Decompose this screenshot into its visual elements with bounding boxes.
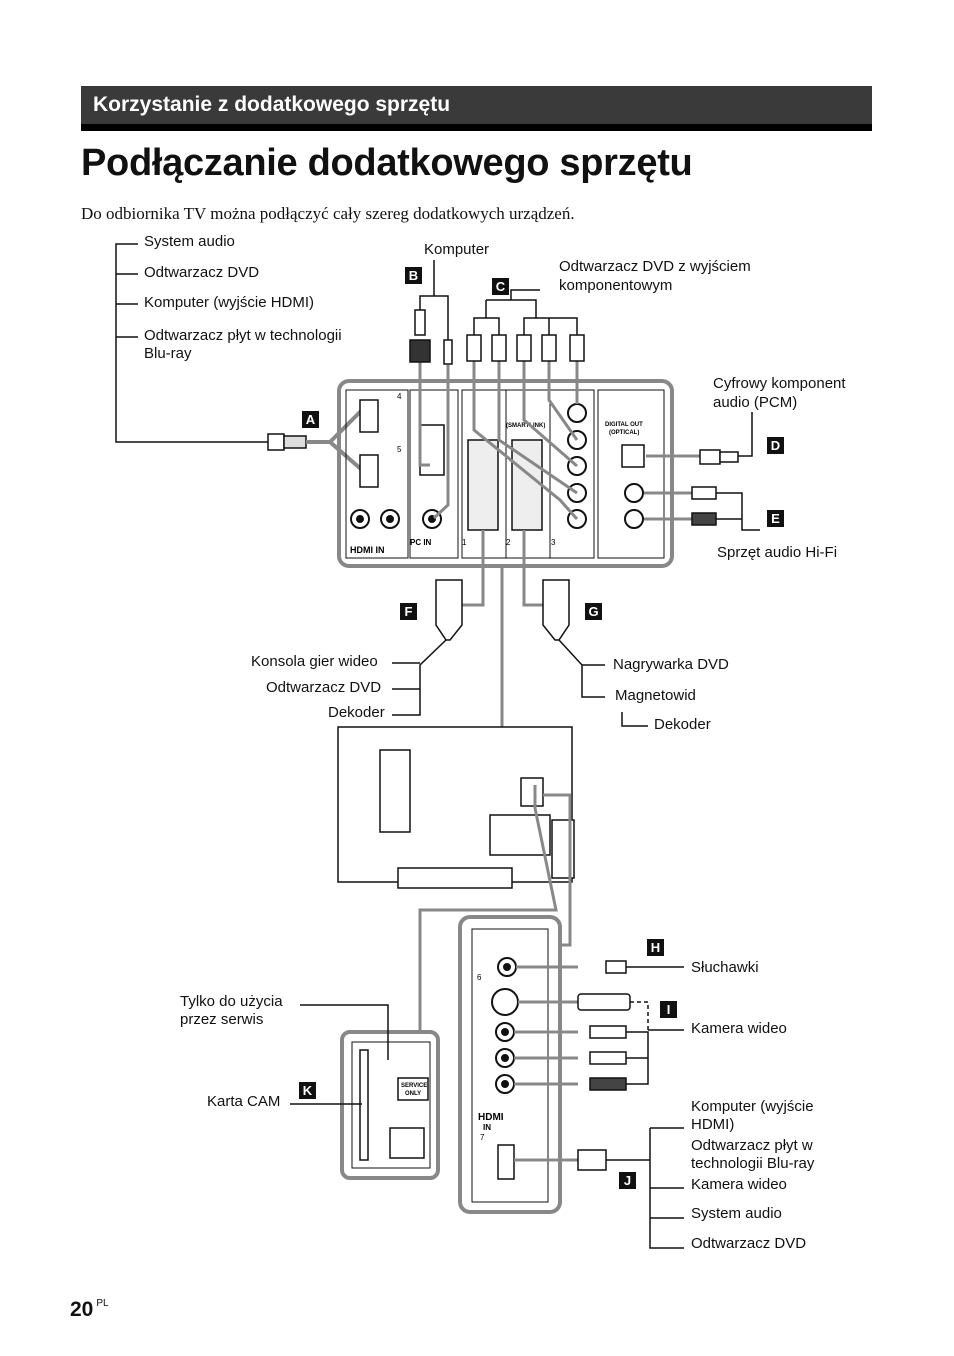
hdmi-plug-a-icon <box>267 433 307 451</box>
label-dvd-component-2: komponentowym <box>559 277 673 294</box>
optical-port <box>621 444 645 468</box>
hifi-plugs-icon <box>691 486 717 526</box>
port-1-label: 1 <box>462 538 467 547</box>
section-header-bar: Korzystanie z dodatkowego sprzętu <box>81 86 872 131</box>
label-dvd-component-1: Odtwarzacz DVD z wyjściem <box>559 258 751 275</box>
label-bluray-top-2: Blu-ray <box>144 345 192 362</box>
intro-text: Do odbiornika TV można podłączyć cały sz… <box>81 204 575 223</box>
label-camcorder-i: Kamera wideo <box>691 1020 787 1037</box>
optical-label: (OPTICAL) <box>609 430 639 436</box>
label-decoder-g: Dekoder <box>654 716 711 733</box>
label-dvd-recorder: Nagrywarka DVD <box>613 656 729 673</box>
label-digital-audio-2: audio (PCM) <box>713 394 798 411</box>
badge-d: D <box>767 437 784 454</box>
tv-rear-illustration <box>337 726 575 889</box>
badge-a: A <box>302 411 319 428</box>
label-dvd-j: Odtwarzacz DVD <box>691 1235 807 1252</box>
label-hifi: Sprzęt audio Hi-Fi <box>717 544 838 561</box>
pc-in-label: PC IN <box>410 538 432 547</box>
label-dvd-top: Odtwarzacz DVD <box>144 264 260 281</box>
label-bluray-top-1: Odtwarzacz płyt w technologii <box>144 327 342 344</box>
pc-plugs-icon <box>409 309 453 365</box>
rear-panel <box>337 379 674 568</box>
port-4-label: 4 <box>397 392 402 401</box>
usb-port <box>389 1127 425 1159</box>
badge-e: E <box>767 510 784 527</box>
service-port <box>397 1077 429 1101</box>
scart-ports <box>467 439 543 531</box>
scart-plugs-icon <box>435 579 570 641</box>
badge-i: I <box>660 1001 677 1018</box>
page-lang: PL <box>96 1298 109 1309</box>
label-digital-audio-1: Cyfrowy komponent <box>713 375 846 392</box>
label-pc-hdmi-j-1: Komputer (wyjście <box>691 1098 814 1115</box>
badge-c: C <box>492 278 509 295</box>
label-service-1: Tylko do użycia <box>180 993 283 1010</box>
cam-slot <box>359 1049 369 1161</box>
side-hdmi-port <box>497 1144 515 1180</box>
label-pc-hdmi-top: Komputer (wyjście HDMI) <box>144 294 315 311</box>
hdmi-in-label: HDMI IN <box>350 545 385 555</box>
badge-k: K <box>299 1082 316 1099</box>
badge-g: G <box>585 603 602 620</box>
side-in-label: IN <box>483 1123 491 1132</box>
label-dvd-player-f: Odtwarzacz DVD <box>266 679 382 696</box>
label-bluray-j-1: Odtwarzacz płyt w <box>691 1137 813 1154</box>
side-hdmi-label: HDMI <box>478 1112 504 1123</box>
port-6-label: 6 <box>477 973 482 982</box>
label-game-console: Konsola gier wideo <box>251 653 378 670</box>
label-headphones: Słuchawki <box>691 959 759 976</box>
label-service-2: przez serwis <box>180 1011 264 1028</box>
side-panel <box>458 915 562 1214</box>
label-pc-hdmi-j-2: HDMI) <box>691 1116 735 1133</box>
port-7-label: 7 <box>480 1133 485 1142</box>
label-bluray-j-2: technologii Blu-ray <box>691 1155 815 1172</box>
badge-b: B <box>405 267 422 284</box>
port-3-label: 3 <box>551 538 556 547</box>
badge-j: J <box>619 1172 636 1189</box>
smartlink-label: (SMARTLINK) <box>506 423 545 429</box>
label-computer: Komputer <box>424 241 490 258</box>
label-decoder-f: Dekoder <box>328 704 385 721</box>
page-title: Podłączanie dodatkowego sprzętu <box>81 142 693 184</box>
digital-out-label: DIGITAL OUT <box>605 422 643 428</box>
section-header-text: Korzystanie z dodatkowego sprzętu <box>93 93 451 116</box>
label-system-audio-j: System audio <box>691 1205 782 1222</box>
component-plugs-icon <box>466 334 585 362</box>
optical-plug-icon <box>699 449 739 465</box>
device-list-bracket-a <box>115 243 268 443</box>
label-vcr: Magnetowid <box>615 687 696 704</box>
vga-port <box>419 424 445 476</box>
side-plugs-icon <box>577 960 631 1171</box>
label-cam-card: Karta CAM <box>207 1093 281 1110</box>
badge-f: F <box>400 603 417 620</box>
port-5-label: 5 <box>397 445 402 454</box>
cam-panel <box>340 1030 440 1180</box>
hdmi-ports <box>359 399 379 488</box>
service-only-text-1: SERVICE <box>401 1083 427 1089</box>
service-only-text-2: ONLY <box>405 1091 421 1097</box>
badge-h: H <box>647 939 664 956</box>
port-2-label: 2 <box>506 538 511 547</box>
page-number-value: 20 <box>70 1298 94 1321</box>
label-camcorder-j: Kamera wideo <box>691 1176 787 1193</box>
label-system-audio-top: System audio <box>144 233 235 250</box>
